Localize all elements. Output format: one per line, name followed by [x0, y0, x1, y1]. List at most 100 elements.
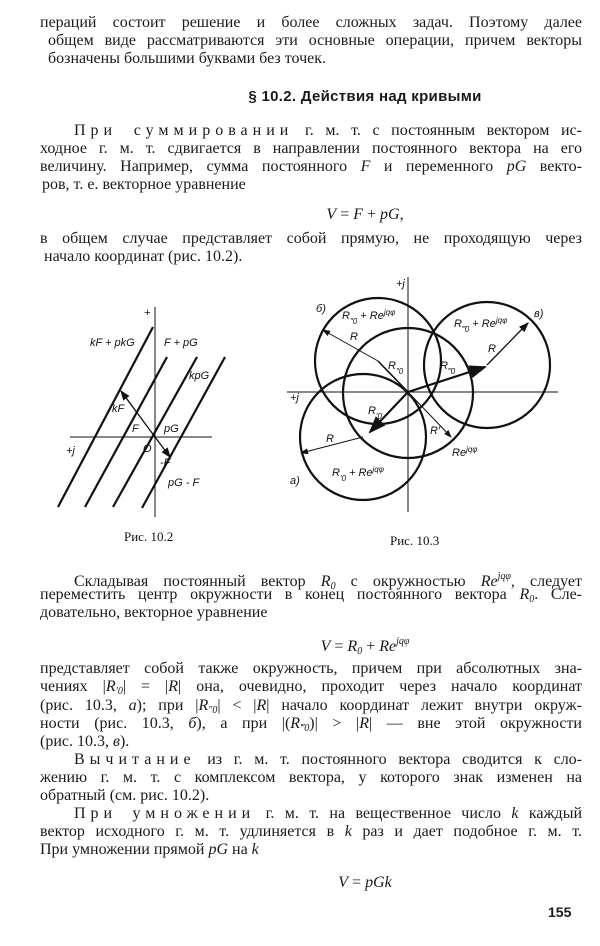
text-line: переместить центр окружности в конец пос…: [40, 586, 582, 609]
figure-label-part: R: [454, 318, 462, 330]
figure-label-part: jqφ: [465, 445, 477, 454]
text-segment: )| > |: [309, 715, 360, 732]
figure-label: -F: [160, 457, 172, 469]
equation: V = F + pG,: [40, 206, 600, 224]
figure-label-part: R: [326, 433, 334, 445]
text-segment: (рис. 10.3,: [40, 733, 113, 750]
text-segment: V: [338, 874, 349, 891]
text-segment: pGk: [365, 874, 392, 891]
text-line: общем виде рассматриваются эти основные …: [48, 32, 582, 50]
text-segment: pG: [380, 206, 400, 223]
page-number: 155: [548, 904, 572, 920]
text-segment: jqφ: [396, 636, 410, 647]
text-segment: ″0: [208, 705, 218, 716]
text-segment: ности (рис. 10.3,: [40, 715, 189, 732]
figure-label-part: + Re: [346, 467, 373, 479]
figure-label-part: R: [332, 467, 340, 479]
vector-minus-f: [154, 436, 171, 459]
equation: V = pGk: [40, 874, 600, 892]
figure-label: R: [350, 331, 358, 343]
text-segment: k: [251, 841, 259, 858]
text-line: чениях |R′0| = |R| она, очевидно, проход…: [40, 678, 582, 701]
figure-label: R″0: [388, 360, 404, 376]
figure-label: а): [290, 475, 300, 487]
text-line: бозначены большими буквами без точек.: [48, 50, 326, 68]
text-segment: +: [362, 638, 380, 655]
text-segment: | < |: [217, 697, 257, 714]
figure-label-part: R: [388, 360, 396, 372]
text-segment: pG: [208, 841, 228, 858]
figure-label: O: [143, 443, 152, 455]
text-segment: | она, очевидно, проходит через начало к…: [178, 678, 582, 695]
figure-label: kF: [112, 403, 126, 415]
text-line: довательно, векторное уравнение: [40, 604, 267, 622]
text-segment: =: [336, 206, 354, 223]
figure-label: +: [144, 307, 151, 319]
figure-label-part: ″0: [350, 317, 358, 326]
text-line: представляет собой также окружность, при…: [40, 660, 582, 678]
text-segment: R: [347, 638, 358, 655]
text-segment: jqφ: [497, 571, 511, 582]
text-segment: ‴0: [300, 723, 310, 734]
figure-label: +j: [66, 445, 75, 457]
text-segment: 0: [357, 646, 363, 657]
text-line: пераций состоит решение и более сложных …: [40, 14, 582, 32]
text-segment: Складывая постоянный вектор: [74, 573, 321, 590]
figure-label-part: jqφ: [383, 308, 395, 317]
figure-label-part: +j: [396, 278, 405, 290]
figure-label-part: R: [342, 310, 350, 322]
figure-label-part: +j: [66, 445, 75, 457]
radius-b: [322, 329, 379, 362]
text-segment: а: [128, 697, 137, 714]
text-segment: k: [511, 805, 519, 822]
text-segment: обратный (см. рис. 10.2).: [40, 787, 210, 804]
text-line: величину. Например, сумма постоянного F …: [40, 158, 582, 176]
text-segment: векто-: [526, 158, 582, 175]
text-segment: ,: [399, 206, 404, 223]
figure-label: +j: [396, 278, 405, 290]
circle-v: [422, 300, 552, 430]
text-segment: ров, т. е. векторное уравнение: [42, 176, 246, 193]
figure-label: R: [488, 343, 496, 355]
figure-label: R′0: [368, 405, 382, 421]
text-line: (рис. 10.3, а); при |R″0| < |R| начало к…: [40, 697, 582, 720]
text-segment: Вычитание: [74, 751, 196, 768]
text-segment: довательно, векторное уравнение: [40, 604, 268, 621]
text-segment: б: [188, 715, 197, 732]
figure-label-part: O: [143, 443, 152, 455]
text-segment: | начало координат лежит внутри окруж-: [266, 697, 582, 714]
text-segment: R: [256, 697, 267, 714]
figure-10-2-caption: Рис. 10.2: [124, 529, 173, 544]
figure-label-part: jqφ: [372, 465, 384, 474]
text-segment: | — вне этой окружности: [368, 715, 582, 732]
section-heading: § 10.2. Действия над кривыми: [248, 88, 482, 105]
text-segment: жению г. м. т. с комплексом вектора, у к…: [40, 769, 582, 786]
text-segment: 0: [330, 581, 336, 592]
figure-label-part: ″0: [396, 367, 404, 376]
figure-label: R: [326, 433, 334, 445]
text-line: ности (рис. 10.3, б), а при |(R‴0)| > |R…: [40, 715, 582, 738]
figure-label: в): [534, 308, 544, 320]
text-segment: вектор исходного г. м. т. удлиняется в: [40, 823, 345, 840]
text-segment: Re: [379, 638, 397, 655]
figure-label-part: а): [290, 475, 300, 487]
figure-label-part: +j: [290, 392, 299, 404]
text-line: ходное г. м. т. сдвигается в направлении…: [40, 140, 582, 158]
text-segment: R: [168, 678, 179, 695]
figure-10-2: [57, 307, 226, 517]
figure-label-part: F + pG: [164, 337, 198, 349]
vector-r0-triple: [407, 365, 488, 394]
figure-label-part: kF: [112, 403, 126, 415]
text-segment: При умножении прямой: [40, 841, 209, 858]
figure-label-part: ′0: [376, 412, 383, 421]
text-segment: R: [359, 715, 369, 732]
text-segment: из г. м. т. постоянного вектора сводится…: [195, 751, 582, 768]
text-segment: При умножении: [74, 805, 256, 822]
figure-label-part: R: [440, 360, 448, 372]
figure-label-part: R: [350, 331, 358, 343]
text-segment: г. м. т. с постоянным вектором ис-: [293, 122, 583, 139]
figure-label-part: -F: [160, 457, 172, 469]
text-segment: R: [519, 586, 530, 603]
text-line: При умножении прямой pG на k: [40, 841, 259, 859]
text-segment: в общем случае представляет собой прямую…: [40, 230, 582, 247]
